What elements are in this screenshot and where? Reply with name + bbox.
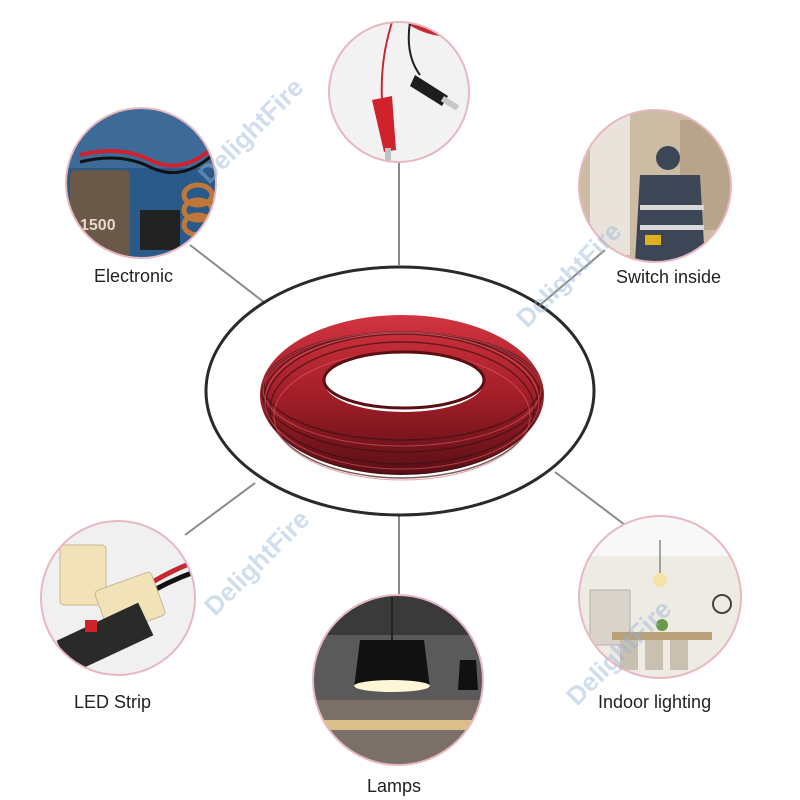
dining-room-icon (589, 540, 732, 670)
thumb-alligator-clips (328, 21, 470, 163)
cable-coil-icon (260, 315, 544, 481)
connector-lines (184, 162, 626, 596)
thumb-indoor-lighting (578, 515, 742, 679)
thumb-switch-inside (578, 109, 732, 263)
pendant-lamp-icon (354, 595, 478, 692)
thumb-electronic: 1500 (65, 107, 217, 259)
technician-icon (635, 146, 705, 262)
central-product (204, 265, 596, 517)
led-connector-icon (56, 544, 166, 674)
svg-text:1500: 1500 (80, 217, 116, 234)
label-lamps: Lamps (367, 776, 422, 796)
label-electronic: Electronic (94, 266, 174, 286)
alligator-clip-icon (372, 75, 460, 162)
thumb-led-strip (40, 520, 196, 676)
label-switch-inside: Switch inside (616, 267, 722, 287)
label-indoor-lighting: Indoor lighting (598, 692, 712, 712)
label-led-strip: LED Strip (74, 692, 152, 712)
thumb-lamps (312, 594, 484, 766)
